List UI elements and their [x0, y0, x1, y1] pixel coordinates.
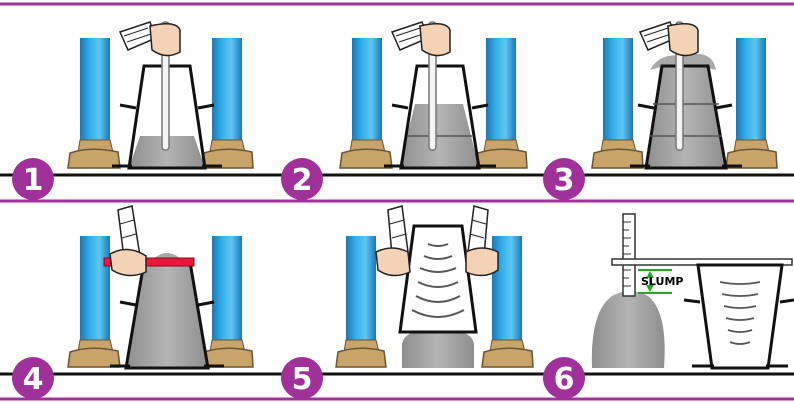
- leg-icon: [475, 38, 528, 169]
- shoe-icon: [67, 347, 121, 368]
- leg-icon: [335, 236, 387, 368]
- slump-cone-icon: [683, 263, 794, 370]
- step-2-panel: 2: [281, 21, 528, 200]
- concrete-pile-icon: [402, 332, 474, 368]
- shoe-icon: [201, 148, 254, 169]
- strike-bar-icon: [103, 257, 195, 267]
- leg-icon: [725, 38, 778, 169]
- step-badge: [543, 158, 585, 200]
- leg-icon: [591, 38, 644, 169]
- hand-icon: [109, 205, 147, 277]
- leg-icon: [201, 38, 254, 169]
- hand-icon: [390, 21, 451, 57]
- concrete-pile-icon: [591, 291, 665, 368]
- slump-cone-icon: [630, 53, 742, 170]
- leg-icon: [67, 38, 121, 169]
- slump-cone-icon: [112, 64, 222, 170]
- hand-icon: [638, 21, 699, 57]
- hand-icon: [118, 21, 181, 57]
- step-number: 1: [23, 163, 44, 198]
- slump-arrow-icon: [646, 271, 654, 292]
- hand-icon: [375, 205, 411, 277]
- shoe-icon: [725, 148, 778, 169]
- step-4-panel: 4: [12, 205, 254, 399]
- slump-cone-icon: [398, 224, 478, 334]
- step-number: 4: [23, 362, 44, 397]
- step-number: 2: [292, 163, 313, 198]
- step-1-panel: 1: [12, 21, 254, 200]
- leg-icon: [201, 236, 254, 368]
- step-badge: [281, 158, 323, 200]
- step-3-panel: 3: [543, 21, 778, 200]
- slump-cone-icon: [384, 64, 496, 170]
- step-number: 3: [554, 163, 575, 198]
- step-6-panel: SLUMP 6: [543, 213, 794, 399]
- step-5-panel: 5: [281, 205, 534, 399]
- step-badge: [12, 158, 54, 200]
- step-number: 6: [554, 362, 575, 397]
- shoe-icon: [481, 347, 534, 368]
- slump-label: SLUMP: [641, 275, 683, 288]
- hand-icon: [465, 205, 499, 277]
- step-badge: [281, 357, 323, 399]
- shoe-icon: [335, 347, 387, 368]
- shoe-icon: [475, 148, 528, 169]
- step-badge: [12, 357, 54, 399]
- step-number: 5: [292, 362, 313, 397]
- leg-icon: [67, 236, 121, 368]
- shoe-icon: [201, 347, 254, 368]
- leg-icon: [339, 38, 393, 169]
- step-badge: [543, 357, 585, 399]
